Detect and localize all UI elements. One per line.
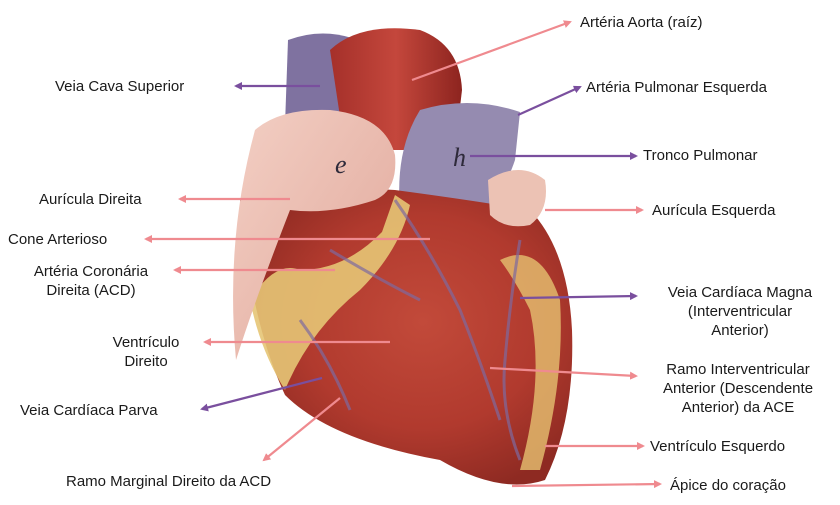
label-small-cardiac-vein: Veia Cardíaca Parva	[20, 401, 158, 420]
label-right-ventricle: Ventrículo Direito	[98, 333, 194, 371]
label-apex: Ápice do coração	[670, 476, 786, 495]
label-right-marginal-branch: Ramo Marginal Direito da ACD	[66, 472, 271, 491]
label-right-ventricle-line2: Direito	[98, 352, 194, 371]
label-lad-line3: Anterior) da ACE	[640, 398, 836, 417]
label-right-auricle: Aurícula Direita	[39, 190, 142, 209]
label-great-cardiac-vein: Veia Cardíaca Magna (Interventricular An…	[645, 283, 835, 340]
label-rca: Artéria Coronária Direita (ACD)	[14, 262, 168, 300]
label-superior-vena-cava: Veia Cava Superior	[55, 77, 184, 96]
model-mark-e: e	[335, 150, 347, 180]
label-conus-arteriosus: Cone Arterioso	[8, 230, 107, 249]
label-left-ventricle: Ventrículo Esquerdo	[650, 437, 785, 456]
label-great-cardiac-vein-line1: Veia Cardíaca Magna	[645, 283, 835, 302]
label-aorta-root: Artéria Aorta (raíz)	[580, 13, 703, 32]
arrow-left-pulmonary-artery	[518, 87, 580, 115]
label-great-cardiac-vein-line2: (Interventricular	[645, 302, 835, 321]
label-lad-line1: Ramo Interventricular	[640, 360, 836, 379]
label-pulmonary-trunk: Tronco Pulmonar	[643, 146, 758, 165]
label-left-pulmonary-artery: Artéria Pulmonar Esquerda	[586, 78, 767, 97]
left-auricle-shape	[488, 170, 546, 226]
label-rca-line2: Direita (ACD)	[14, 281, 168, 300]
label-lad-line2: Anterior (Descendente	[640, 379, 836, 398]
arrow-apex	[512, 484, 660, 486]
label-left-auricle: Aurícula Esquerda	[652, 201, 775, 220]
label-rca-line1: Artéria Coronária	[14, 262, 168, 281]
label-lad: Ramo Interventricular Anterior (Descende…	[640, 360, 836, 417]
label-right-ventricle-line1: Ventrículo	[98, 333, 194, 352]
label-great-cardiac-vein-line3: Anterior)	[645, 321, 835, 340]
model-mark-h: h	[453, 143, 466, 173]
